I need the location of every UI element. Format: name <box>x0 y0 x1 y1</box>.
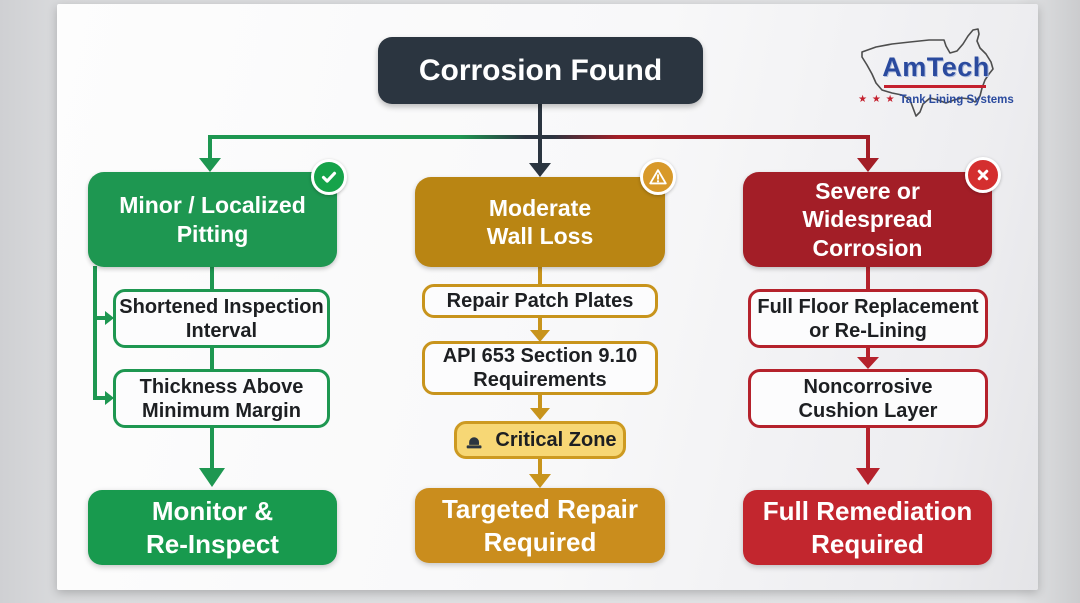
node-full-remediation-required: Full Remediation Required <box>743 490 992 565</box>
connector-mid-1 <box>538 318 542 331</box>
node-severe-widespread-corrosion: Severe or Widespread Corrosion <box>743 172 992 267</box>
arrowhead-mid-2 <box>530 408 550 420</box>
connector-right-1 <box>866 348 870 358</box>
us-map-outline <box>861 28 994 117</box>
connector-drop-right <box>866 135 870 159</box>
node-noncorrosive-cushion-layer: Noncorrosive Cushion Layer <box>748 369 988 428</box>
connector-root-stem <box>538 104 542 137</box>
connector-mid-3 <box>538 459 542 475</box>
node-api-653-section-910: API 653 Section 9.10 Requirements <box>422 341 658 395</box>
connector-right-stem <box>866 267 870 289</box>
node-moderate-wall-loss: Moderate Wall Loss <box>415 177 665 267</box>
node-targeted-repair-required: Targeted Repair Required <box>415 488 665 563</box>
arrowhead-right-result <box>856 468 880 485</box>
connector-left-stub-2 <box>97 396 105 400</box>
arrowhead-right-branch <box>857 158 879 172</box>
x-circle-icon <box>965 157 1001 193</box>
node-shortened-inspection-interval: Shortened Inspection Interval <box>113 289 330 348</box>
critical-zone-content: Critical Zone <box>463 428 617 452</box>
connector-left-stub-1 <box>97 316 105 320</box>
arrowhead-left-stub-1 <box>105 311 114 325</box>
warning-triangle-icon <box>640 159 676 195</box>
connector-mid-2 <box>538 395 542 409</box>
arrowhead-right-1 <box>857 357 879 369</box>
connector-left-rail <box>93 266 97 400</box>
arrowhead-mid-result <box>529 474 551 488</box>
connector-drop-center <box>538 135 542 163</box>
logo-tagline: Tank Lining Systems <box>899 94 1014 106</box>
critical-zone-label: Critical Zone <box>495 429 617 451</box>
node-full-floor-replacement: Full Floor Replacement or Re-Lining <box>748 289 988 348</box>
logo-underline <box>884 85 986 88</box>
connector-drop-left <box>208 135 212 159</box>
connector-left-center <box>210 267 214 470</box>
alarm-bell-icon <box>467 437 482 449</box>
node-thickness-above-minimum-margin: Thickness Above Minimum Margin <box>113 369 330 428</box>
check-circle-icon <box>311 159 347 195</box>
node-repair-patch-plates: Repair Patch Plates <box>422 284 658 318</box>
arrowhead-left-stub-2 <box>105 391 114 405</box>
connector-mid-stem <box>538 267 542 284</box>
arrowhead-left-branch <box>199 158 221 172</box>
arrowhead-center-branch <box>529 163 551 177</box>
connector-right-2 <box>866 428 870 470</box>
node-critical-zone: Critical Zone <box>454 421 626 459</box>
amtech-logo: AmTech ★ ★ ★Tank Lining Systems <box>854 22 1018 128</box>
logo-brand-text: AmTech <box>882 52 990 82</box>
logo-stars: ★ ★ ★ <box>858 94 896 105</box>
arrowhead-left-result <box>199 468 225 487</box>
node-corrosion-found: Corrosion Found <box>378 37 703 104</box>
node-minor-localized-pitting: Minor / Localized Pitting <box>88 172 337 267</box>
arrowhead-mid-1 <box>530 330 550 342</box>
node-monitor-reinspect: Monitor & Re-Inspect <box>88 490 337 565</box>
logo-tagline-row: ★ ★ ★Tank Lining Systems <box>854 90 1018 108</box>
